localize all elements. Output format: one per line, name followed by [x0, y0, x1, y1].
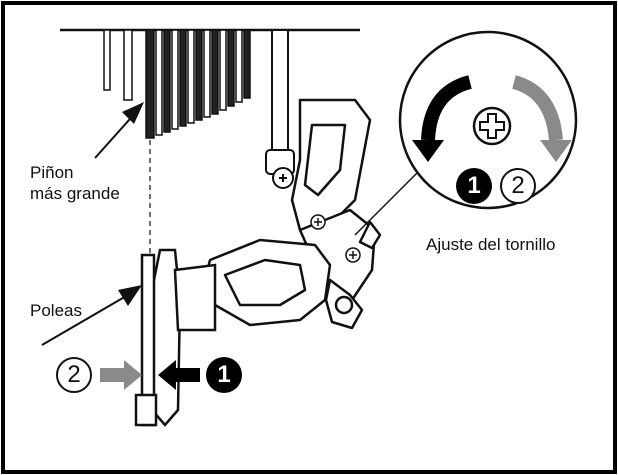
step-one-badge-zoom: 1 — [456, 168, 492, 204]
phillips-screw-icon — [472, 106, 512, 146]
pulley-cage — [134, 248, 217, 427]
step-one-badge-pulley: 1 — [206, 357, 242, 393]
largest-cog-label-line2: más grande — [30, 184, 120, 203]
pulleys-label: Poleas — [30, 301, 82, 320]
pulley-pointer — [41, 285, 142, 346]
step-two-badge-zoom: 2 — [500, 168, 536, 204]
cassette-cogs — [103, 29, 251, 139]
screw-adjust-label: Ajuste del tornillo — [426, 235, 556, 254]
black-push-arrow — [158, 360, 200, 390]
mount-bolt — [265, 29, 295, 189]
step-two-badge-pulley: 2 — [56, 357, 92, 393]
counterclockwise-arrow-icon — [412, 75, 473, 162]
callout-leader — [354, 169, 421, 236]
gray-push-arrow — [100, 360, 142, 390]
derailleur-body — [203, 98, 382, 330]
largest-cog-label-line1: Piñon — [30, 163, 74, 182]
largest-cog-pointer — [94, 102, 144, 159]
clockwise-arrow-icon — [511, 75, 572, 162]
body-screws — [310, 214, 361, 263]
